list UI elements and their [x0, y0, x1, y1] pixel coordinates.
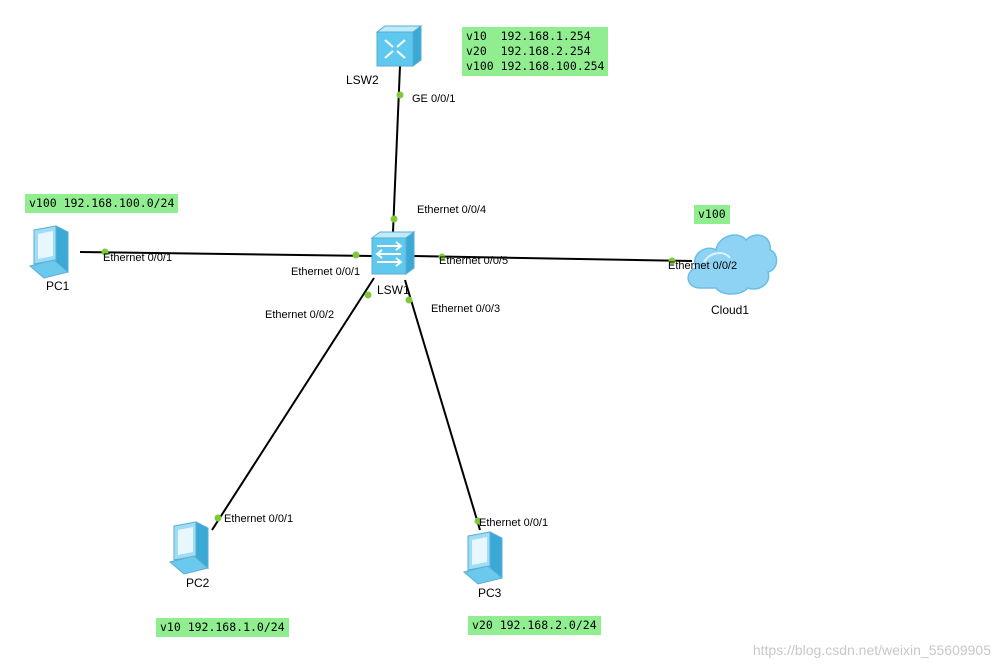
pc3-name: PC3	[478, 586, 502, 600]
port-dot	[390, 215, 398, 223]
port-label-pc3-e1: Ethernet 0/0/1	[479, 517, 549, 529]
vlanif-note: v10 192.168.1.254 v20 192.168.2.254 v100…	[462, 27, 609, 76]
port-dots	[101, 91, 676, 525]
link-lsw1-cloud1	[412, 255, 693, 262]
cloud-vlan-note: v100	[694, 205, 730, 224]
port-dot	[438, 253, 446, 261]
links	[79, 65, 693, 531]
port-label-lsw1-e3: Ethernet 0/0/3	[431, 303, 501, 315]
port-dot	[474, 517, 482, 525]
vlanif-line: v100 192.168.100.254	[466, 59, 605, 73]
pc3-network-note: v20 192.168.2.0/24	[468, 616, 601, 635]
port-dot	[214, 514, 222, 522]
port-label-pc2-e1: Ethernet 0/0/1	[224, 513, 294, 525]
pc2-name: PC2	[186, 576, 210, 590]
port-dot	[396, 91, 404, 99]
port-label-pc1-e1: Ethernet 0/0/1	[103, 252, 173, 264]
port-dot	[352, 251, 360, 259]
port-label-lsw1-e1: Ethernet 0/0/1	[291, 266, 361, 278]
link-pc1-lsw1	[79, 251, 373, 257]
pc2-icon[interactable]	[168, 521, 210, 575]
port-label-lsw1-e2: Ethernet 0/0/2	[265, 309, 335, 321]
port-label-lsw1-e5: Ethernet 0/0/5	[439, 255, 509, 267]
pc1-network-note: v100 192.168.100.0/24	[25, 194, 179, 213]
lsw2-switch-icon[interactable]	[375, 25, 423, 67]
lsw2-name: LSW2	[346, 73, 379, 87]
pc1-name: PC1	[46, 279, 70, 293]
pc3-icon[interactable]	[462, 531, 504, 585]
port-dot	[405, 296, 413, 304]
cloud1-icon[interactable]	[687, 234, 778, 295]
lsw1-switch-icon[interactable]	[370, 231, 416, 275]
vlanif-line: v10 192.168.1.254	[466, 29, 591, 43]
port-dot	[668, 257, 676, 265]
pc2-network-note: v10 192.168.1.0/24	[156, 618, 289, 637]
pc1-icon[interactable]	[28, 225, 70, 279]
port-label-lsw2-ge: GE 0/0/1	[412, 93, 456, 105]
port-dot	[101, 248, 109, 256]
link-lsw1-pc2	[211, 277, 375, 531]
lsw1-name: LSW1	[377, 283, 410, 297]
link-lsw2-lsw1	[392, 65, 401, 233]
port-label-lsw1-e4: Ethernet 0/0/4	[417, 204, 487, 216]
vlanif-line: v20 192.168.2.254	[466, 44, 591, 58]
cloud1-name: Cloud1	[711, 303, 750, 317]
port-dot	[364, 291, 372, 299]
port-label-cloud-e2: Ethernet 0/0/2	[668, 260, 738, 272]
link-lsw1-pc3	[404, 279, 481, 531]
watermark-text: https://blog.csdn.net/weixin_55609905	[752, 642, 991, 658]
